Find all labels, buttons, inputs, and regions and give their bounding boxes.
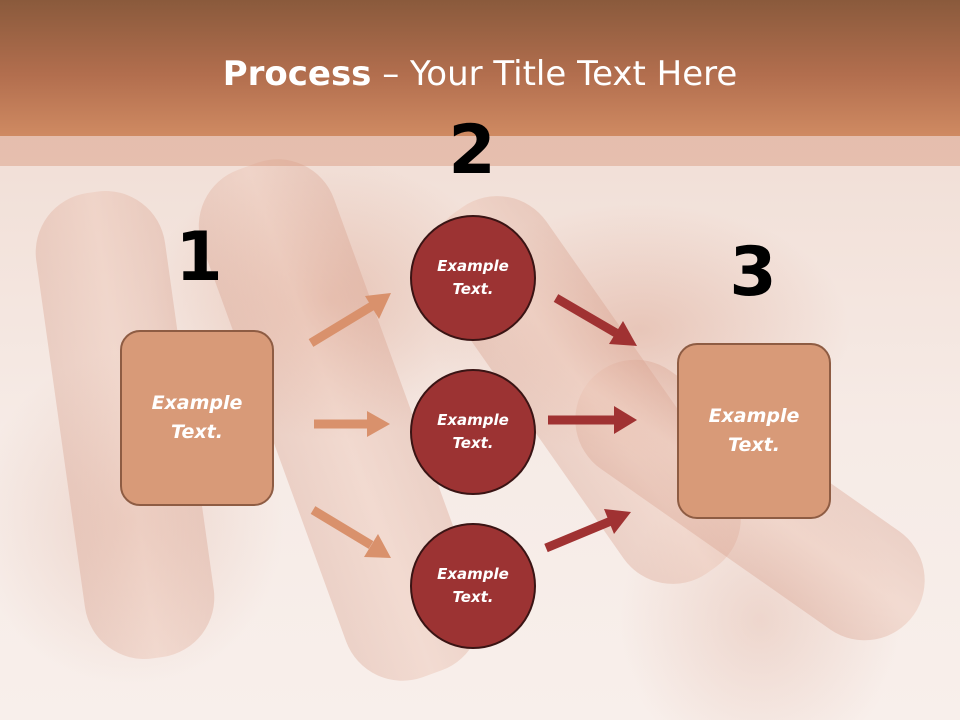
circle-bottom-text: Example Text. — [437, 565, 509, 606]
circle-middle-text: Example Text. — [437, 411, 509, 452]
header-band — [0, 136, 960, 166]
arrow-bottom-to-right — [544, 509, 631, 553]
arrow-left-to-top — [308, 293, 391, 347]
arrow-top-to-right — [553, 294, 637, 346]
circle-top: Example Text. — [410, 215, 536, 341]
arrow-left-to-middle — [314, 411, 390, 437]
step-number-3: 3 — [729, 233, 777, 312]
arrow-middle-to-right — [548, 406, 637, 434]
title-rest: – Your Title Text Here — [371, 54, 738, 94]
title-bold: Process — [222, 54, 372, 94]
slide-title: Process – Your Title Text Here — [0, 52, 960, 96]
circle-bottom: Example Text. — [410, 523, 536, 649]
right-box-text: Example Text. — [708, 405, 800, 456]
step-number-1: 1 — [175, 218, 223, 297]
arrow-left-to-bottom — [310, 506, 391, 558]
right-box: Example Text. — [677, 343, 831, 519]
left-box: Example Text. — [120, 330, 274, 506]
step-number-2: 2 — [448, 111, 496, 190]
circle-top-text: Example Text. — [437, 257, 509, 298]
left-box-text: Example Text. — [151, 392, 243, 443]
title-header-bar — [0, 0, 960, 136]
circle-middle: Example Text. — [410, 369, 536, 495]
